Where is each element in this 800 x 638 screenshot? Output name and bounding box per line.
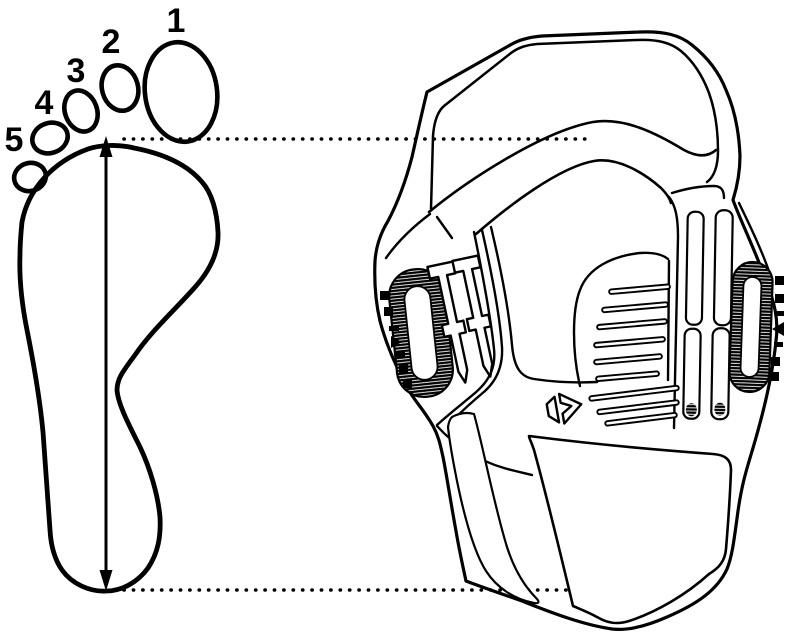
strap-end-stub xyxy=(435,215,454,240)
rail-left-upper xyxy=(684,210,705,326)
toe-5 xyxy=(11,160,49,194)
gills-region-boundary xyxy=(572,251,670,388)
left-size-scale xyxy=(380,291,412,388)
foot-length-arrow-icon xyxy=(99,136,113,591)
toe-2-label: 2 xyxy=(102,23,121,61)
toe-1-label: 1 xyxy=(167,2,186,40)
duotone-logo-icon xyxy=(545,392,583,425)
foot-diagram: 1 2 3 4 5 xyxy=(5,2,221,594)
heel-pad xyxy=(527,434,733,625)
footpad-rim xyxy=(429,38,720,211)
footpad-outline xyxy=(373,30,779,631)
gills-region-right-edge xyxy=(666,259,671,382)
center-channel-line-3 xyxy=(489,225,599,384)
footpad-diagram xyxy=(373,30,784,631)
size-marker-triangle-right-icon xyxy=(391,336,402,348)
rail-right-tip xyxy=(714,402,726,416)
scale-tick xyxy=(775,311,784,316)
adjustment-rails xyxy=(682,209,734,421)
rail-left-tip xyxy=(685,403,697,417)
toe-5-label: 5 xyxy=(5,121,24,159)
scale-tick xyxy=(774,342,783,347)
scale-tick xyxy=(380,291,389,300)
rail-right-upper xyxy=(712,209,734,327)
right-size-scale xyxy=(770,276,784,381)
right-grip-ring xyxy=(728,260,774,394)
strap-adjuster-t1 xyxy=(426,260,469,384)
rail-channel-left-edge xyxy=(667,195,680,430)
toe-4 xyxy=(30,120,70,156)
scale-tick xyxy=(771,357,780,366)
toe-1 xyxy=(142,39,220,145)
foot-outline xyxy=(17,143,221,594)
scale-tick xyxy=(389,326,399,331)
strap-adjuster-t2 xyxy=(451,254,494,378)
scale-tick xyxy=(775,294,784,303)
toe-2 xyxy=(99,63,141,113)
strap-lower-edge xyxy=(474,159,673,236)
wing-inner-edge-left xyxy=(384,212,432,260)
scale-tick xyxy=(395,352,405,357)
scale-tick xyxy=(770,372,779,381)
toe-4-label: 4 xyxy=(35,84,54,122)
rail-left-lower xyxy=(682,327,702,420)
strap-upper-edge xyxy=(427,119,718,214)
scale-tick xyxy=(403,379,412,388)
grip-gills xyxy=(593,283,671,382)
center-channel-line-2 xyxy=(450,228,504,423)
guide-lines xyxy=(122,137,617,592)
size-marker-triangle-left-icon xyxy=(772,322,784,336)
scale-tick xyxy=(399,364,408,373)
scale-tick xyxy=(384,307,393,316)
toe-3-label: 3 xyxy=(67,52,86,90)
lower-slats xyxy=(588,384,680,427)
strap-neck-header xyxy=(670,184,726,200)
side-pad-strip xyxy=(446,411,540,605)
toe-3 xyxy=(62,88,100,134)
scale-tick xyxy=(775,276,784,285)
